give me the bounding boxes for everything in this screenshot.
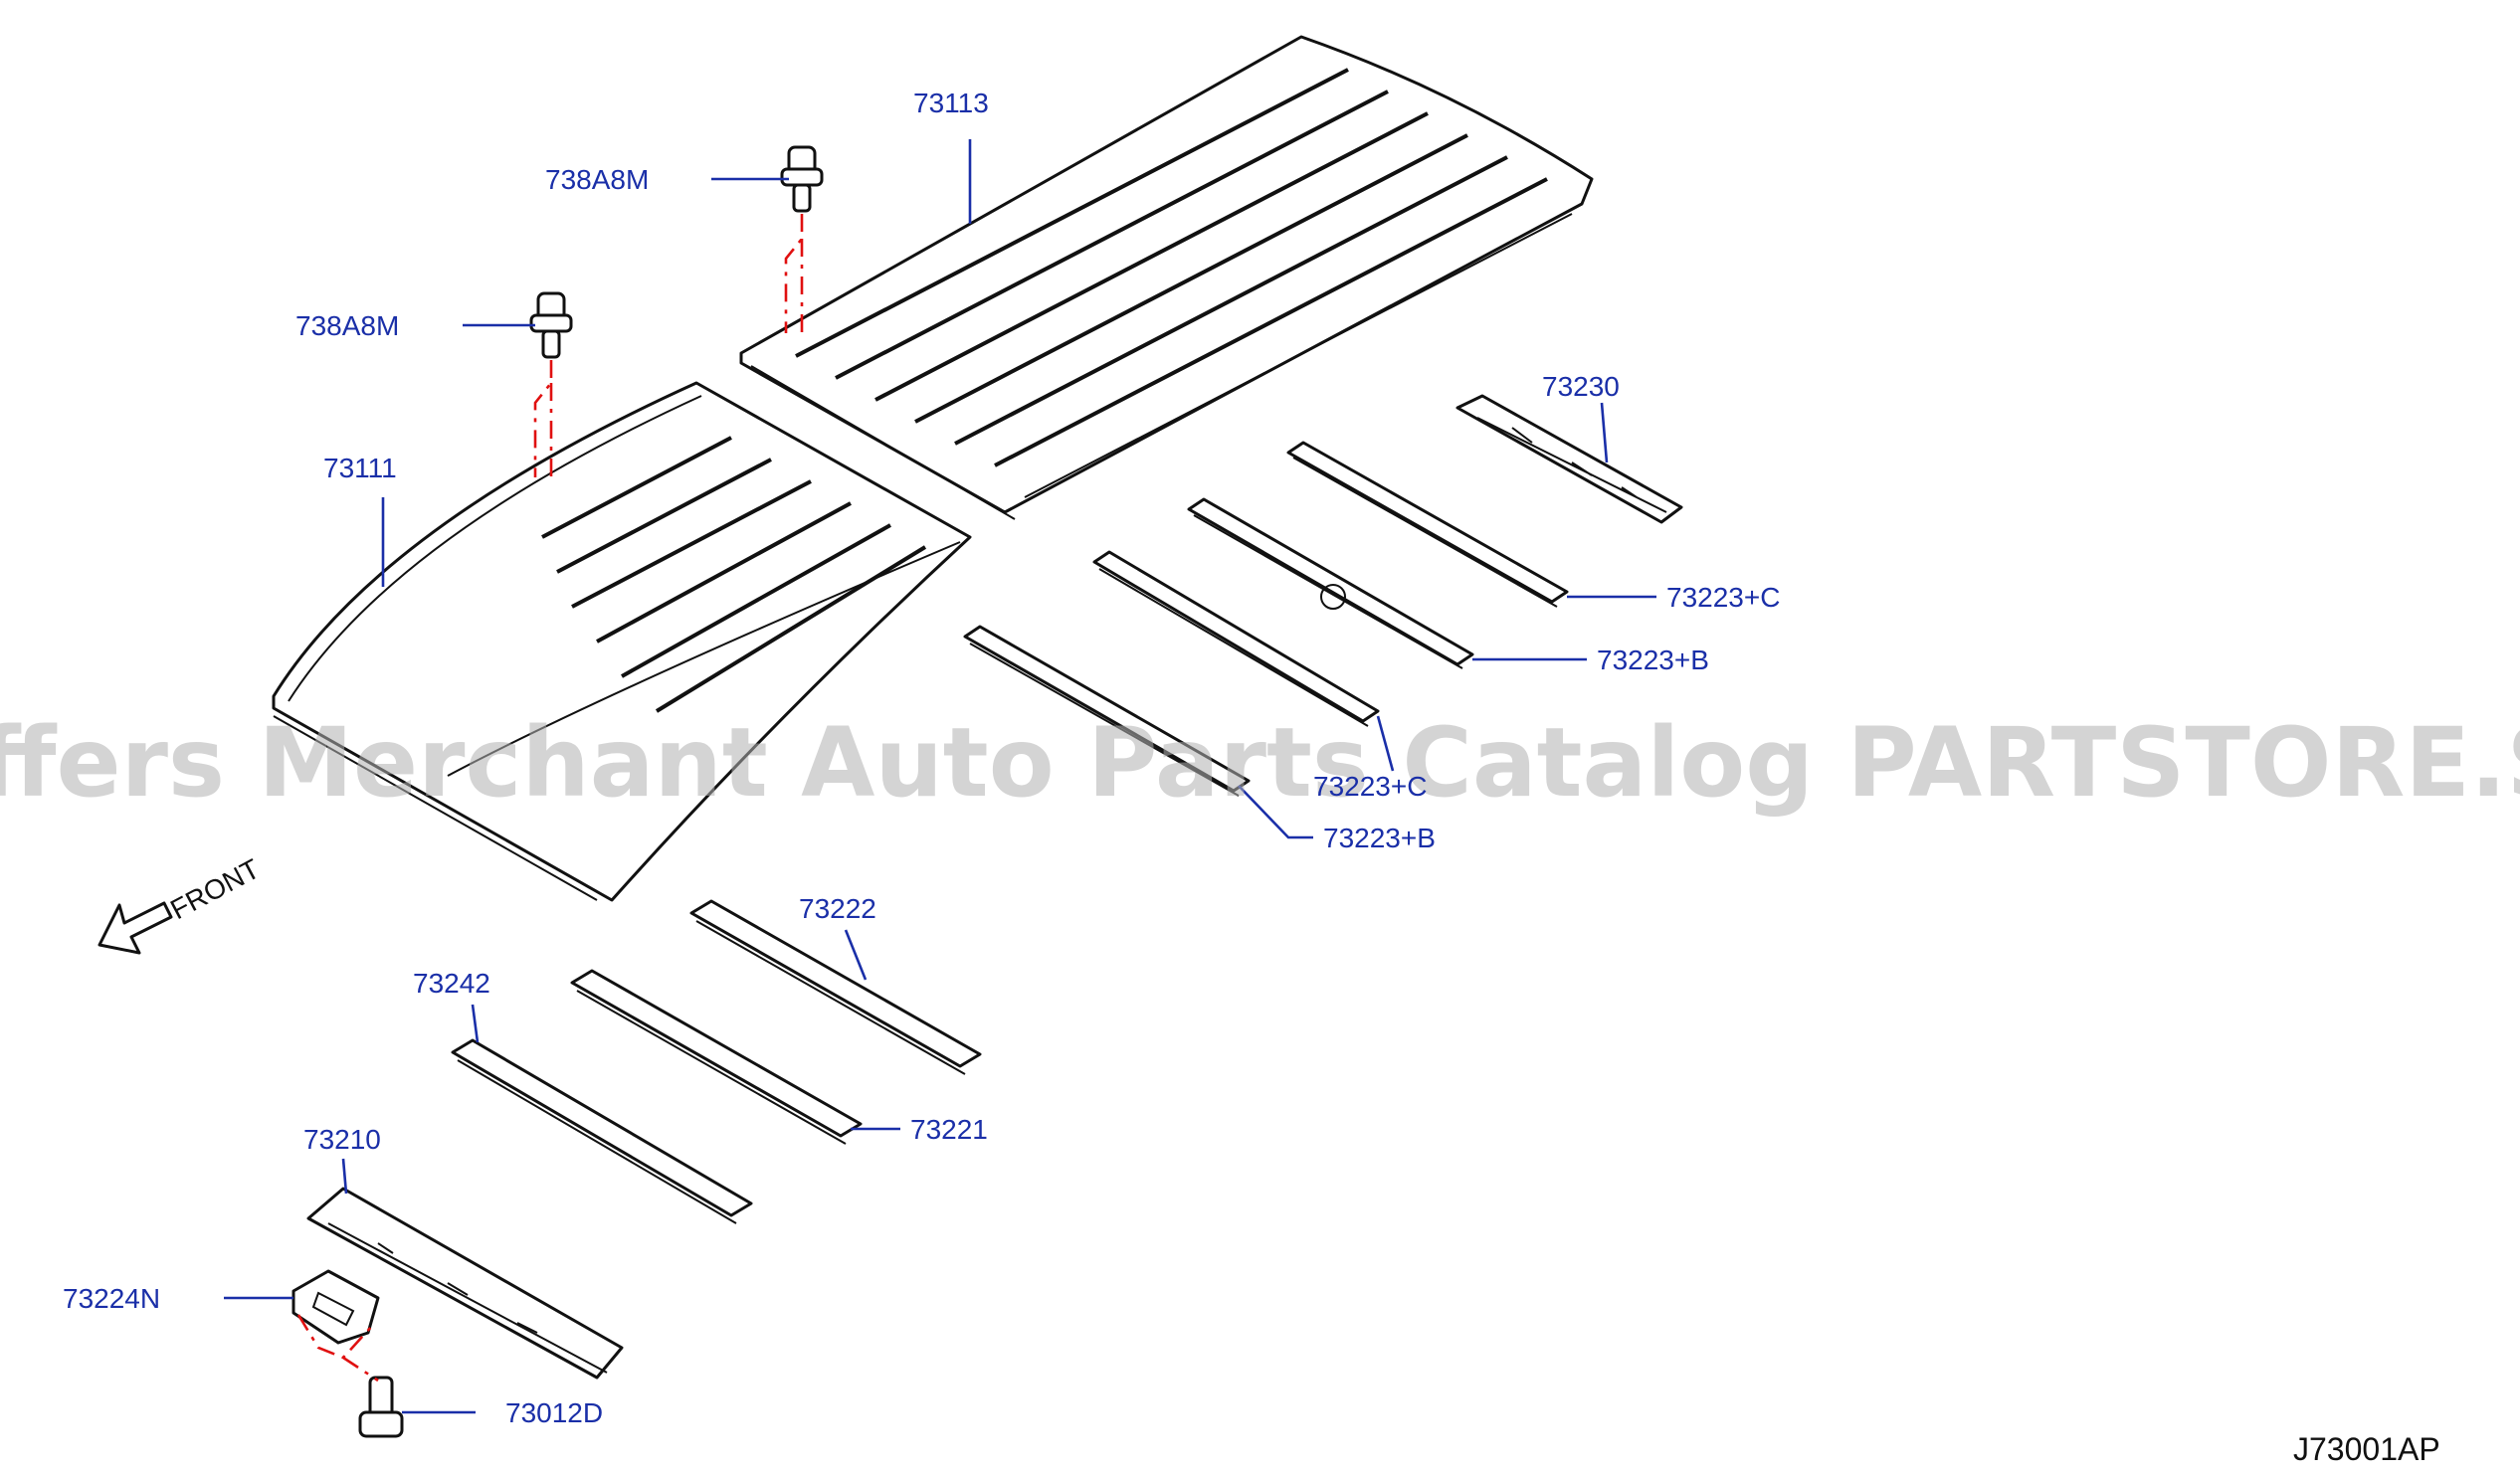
callout-labels: 73113 738A8M 738A8M 73111 73230 73223+C … (63, 88, 1780, 1428)
front-roof-panel (272, 381, 972, 902)
callout-73224n: 73224N (63, 1283, 160, 1314)
leader-lines (224, 139, 1656, 1414)
clip-fastener-front (529, 291, 573, 359)
callout-73223c-lower: 73223+C (1313, 771, 1427, 802)
callout-73210: 73210 (303, 1124, 381, 1155)
roof-bow-73223-b-upper (1187, 497, 1474, 669)
callout-73113: 73113 (913, 88, 989, 118)
diagram-code: J73001AP (2293, 1431, 2440, 1467)
front-direction-arrow: FRONT (97, 853, 265, 955)
callout-73221: 73221 (910, 1114, 988, 1145)
callout-73223b-upper: 73223+B (1597, 645, 1709, 675)
callout-738a8m-front: 738A8M (295, 310, 399, 341)
bolt-73012d (358, 1376, 404, 1438)
callout-73223c-upper: 73223+C (1666, 582, 1780, 613)
roof-bow-73221 (570, 969, 863, 1145)
install-path-lines (296, 214, 804, 1383)
callout-738a8m-rear: 738A8M (545, 164, 649, 195)
callout-73012d: 73012D (505, 1397, 603, 1428)
callout-73230: 73230 (1542, 371, 1620, 402)
roof-bow-73242 (451, 1038, 753, 1224)
roof-bow-73223-c-lower (1092, 550, 1380, 727)
callout-73223b-lower: 73223+B (1323, 823, 1436, 853)
roof-bracket (291, 1269, 380, 1345)
roof-bow-73222 (689, 899, 982, 1075)
roof-bow-73223-b-lower (963, 625, 1251, 797)
callout-73111: 73111 (323, 453, 397, 483)
rear-roof-reinforcement (1455, 394, 1683, 524)
front-label: FRONT (165, 853, 265, 926)
roof-bow-73223-c-upper (1286, 441, 1569, 608)
rear-roof-panel (739, 35, 1594, 520)
front-roof-header (306, 1187, 624, 1380)
clip-fastener-rear (780, 145, 824, 213)
watermark-text: Offers Merchant Auto Parts Catalog PARTS… (0, 707, 2520, 819)
callout-73242: 73242 (413, 968, 490, 999)
callout-73222: 73222 (799, 893, 876, 924)
